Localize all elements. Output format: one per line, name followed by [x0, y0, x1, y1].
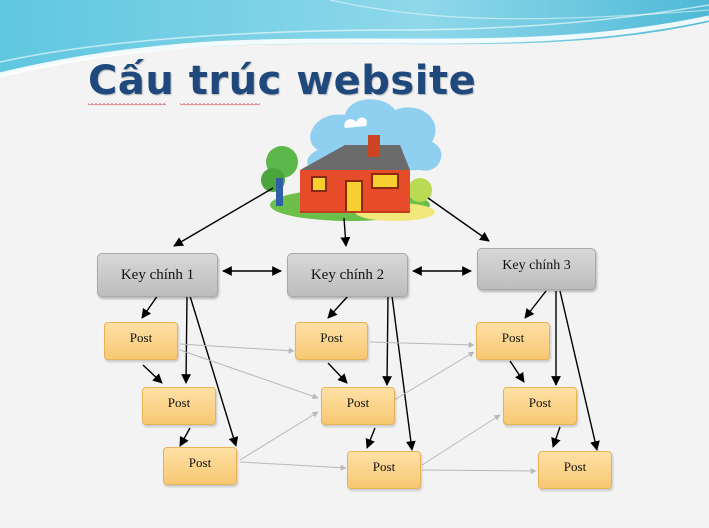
post-box: Post [142, 387, 216, 425]
post-box: Post [104, 322, 178, 360]
post-box: Post [295, 322, 368, 360]
post-box: Post [503, 387, 577, 425]
post-box: Post [538, 451, 612, 489]
house-icon [261, 99, 442, 221]
slide-title: Cấu trúc website [88, 58, 477, 104]
post-box: Post [163, 447, 237, 485]
post-box: Post [321, 387, 395, 425]
header-wave-decoration [0, 0, 709, 78]
spellcheck-underline [180, 103, 260, 107]
key-page-2: Key chính 2 [287, 253, 408, 297]
key-page-1: Key chính 1 [97, 253, 218, 297]
key-page-3: Key chính 3 [477, 248, 596, 290]
spellcheck-underline [88, 103, 166, 107]
post-box: Post [347, 451, 421, 489]
post-box: Post [476, 322, 550, 360]
